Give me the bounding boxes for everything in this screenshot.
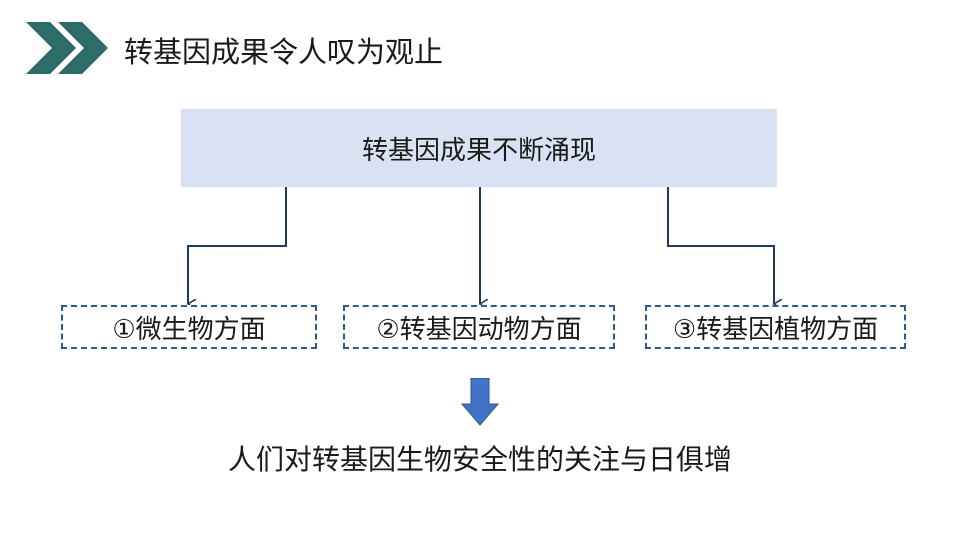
down-arrow-icon xyxy=(461,378,499,426)
branch-label: ②转基因动物方面 xyxy=(376,314,582,345)
conclusion-text: 人们对转基因生物安全性的关注与日俱增 xyxy=(227,443,732,476)
double-chevron-right-icon xyxy=(26,22,108,74)
branch-label: ①微生物方面 xyxy=(112,314,266,345)
connector-right xyxy=(667,187,774,304)
branch-box-animal: ②转基因动物方面 xyxy=(343,305,615,349)
top-summary-box: 转基因成果不断涌现 xyxy=(181,109,777,187)
page-title: 转基因成果令人叹为观止 xyxy=(124,35,444,69)
branch-box-plant: ③转基因植物方面 xyxy=(645,305,906,349)
branch-label: ③转基因植物方面 xyxy=(672,314,879,345)
branch-box-microbe: ①微生物方面 xyxy=(61,305,317,349)
top-summary-label: 转基因成果不断涌现 xyxy=(361,135,596,166)
connector-left xyxy=(188,187,287,304)
